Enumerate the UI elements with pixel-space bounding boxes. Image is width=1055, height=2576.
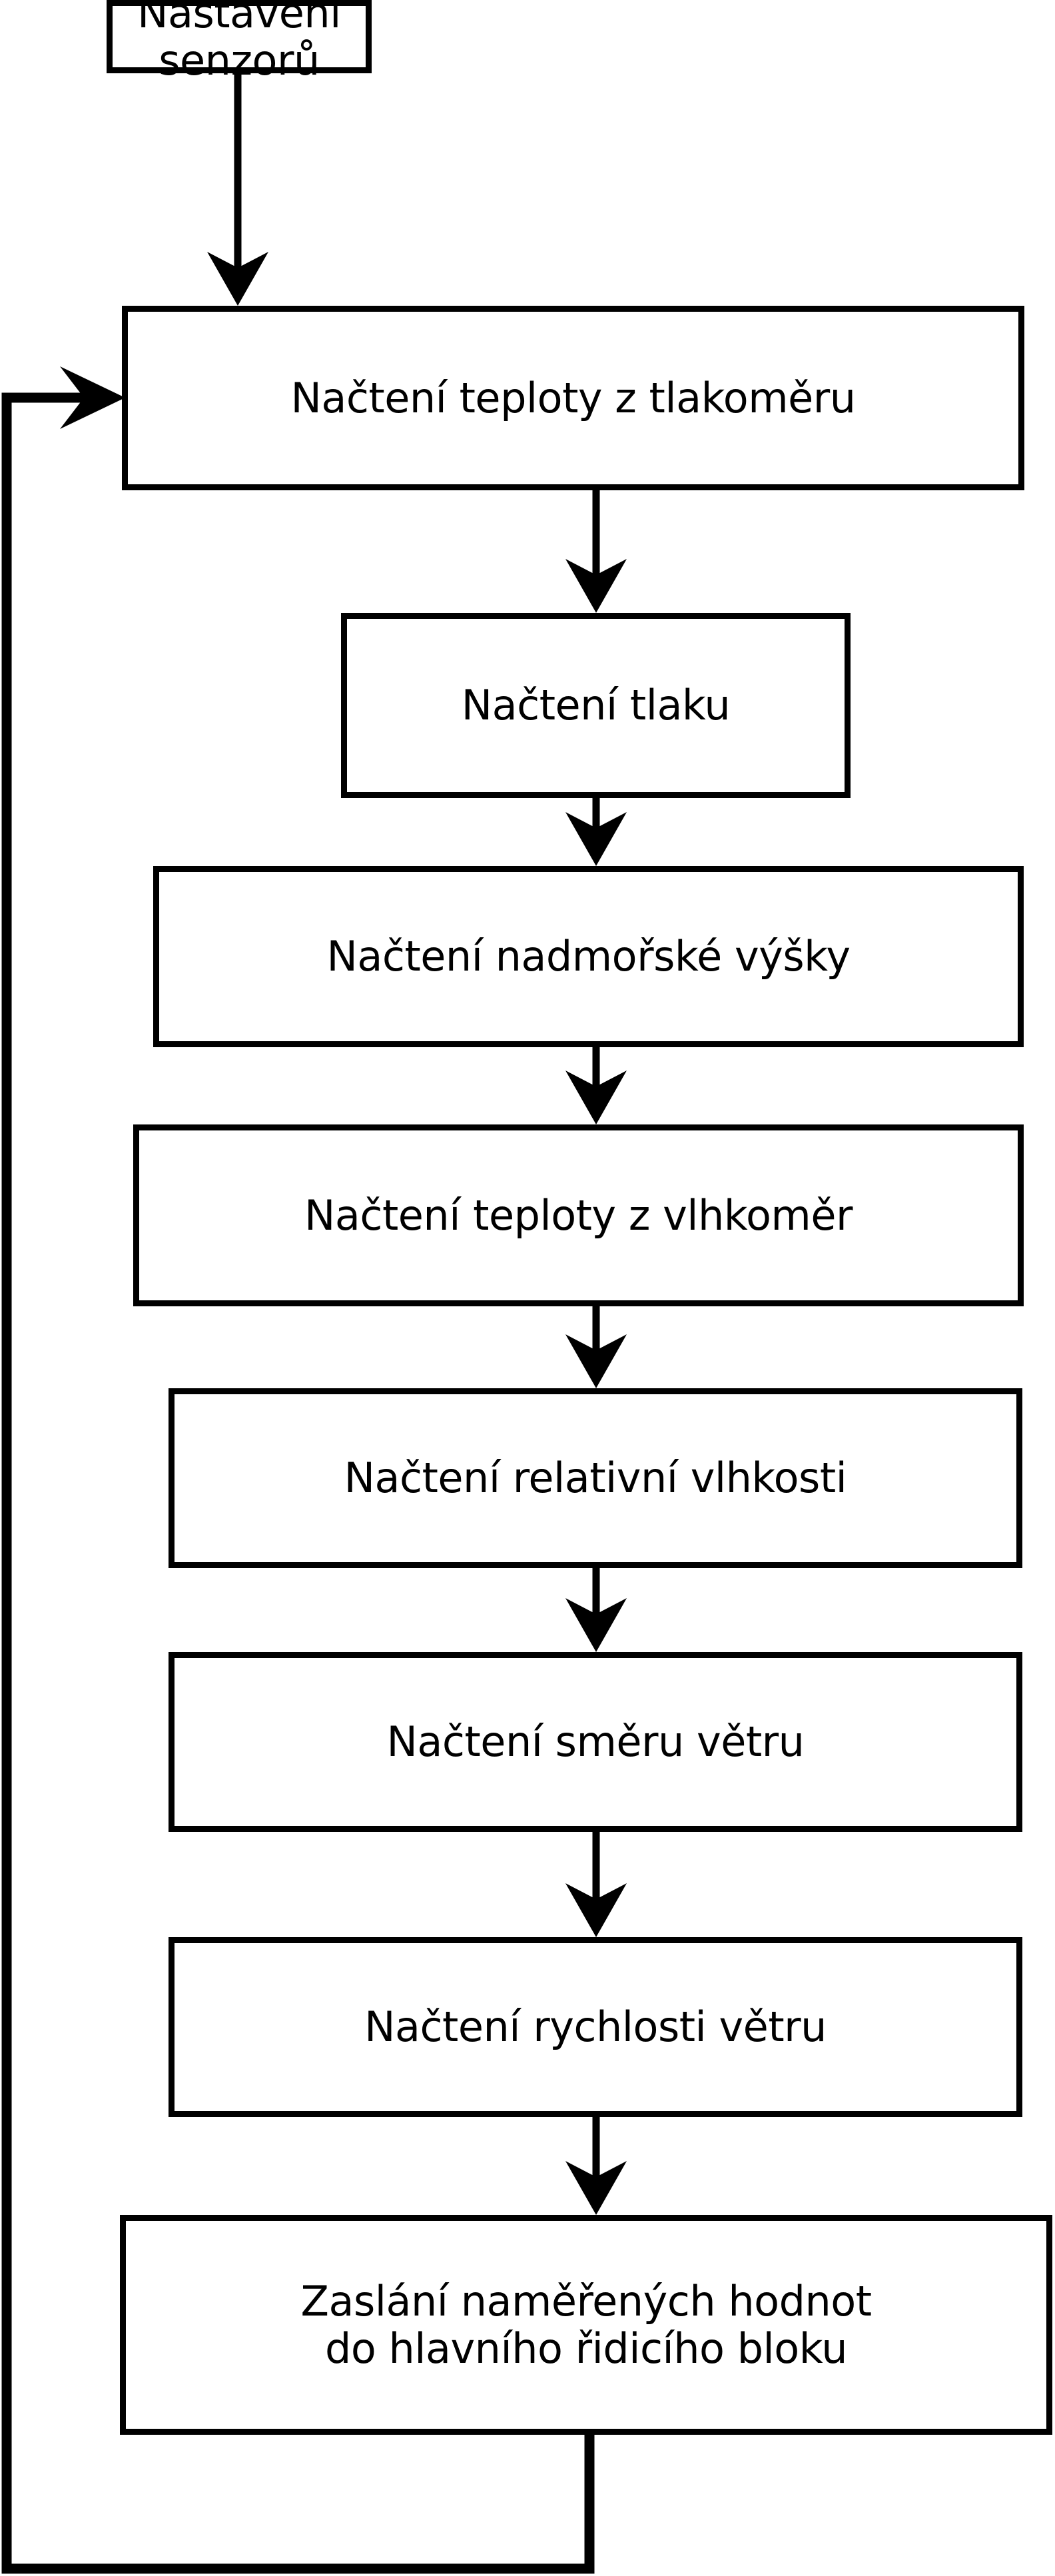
edge-loop-back-to-node2	[1, 366, 595, 2574]
edge-node6-to-node7	[565, 1568, 627, 1652]
process-node-nacteni-teploty-z-vlhkomer[interactable]: Načtení teploty z vlhkoměr	[133, 1124, 1024, 1306]
edge-node4-to-node5	[565, 1047, 627, 1124]
process-node-nacteni-relativni-vlhkosti[interactable]: Načtení relativní vlhkosti	[169, 1388, 1022, 1568]
node-label: Načtení nadmořské výšky	[326, 932, 851, 981]
process-node-nacteni-rychlosti-vetru[interactable]: Načtení rychlosti větru	[169, 1937, 1022, 2117]
node-label: Zaslání naměřených hodnot do hlavního ři…	[300, 2276, 872, 2373]
node-label: Načtení směru větru	[386, 1717, 805, 1767]
node-label: Načtení tlaku	[461, 681, 731, 730]
node-label: Nastavení senzorů	[137, 0, 341, 85]
process-node-nacteni-tlaku[interactable]: Načtení tlaku	[341, 613, 851, 798]
process-node-nacteni-nadmorske-vysky[interactable]: Načtení nadmořské výšky	[153, 866, 1024, 1047]
process-node-nastaveni-senzoru[interactable]: Nastavení senzorů	[107, 0, 372, 84]
edge-node1-to-node2	[207, 73, 268, 306]
process-node-nacteni-teploty-z-tlakomeru[interactable]: Načtení teploty z tlakoměru	[122, 306, 1024, 490]
edge-node7-to-node8	[565, 1832, 627, 1937]
node-label: Načtení rychlosti větru	[364, 2002, 827, 2052]
process-node-zaslani-namerenych-hodnot[interactable]: Zaslání naměřených hodnot do hlavního ři…	[120, 2215, 1052, 2435]
edge-node3-to-node4	[565, 798, 627, 866]
edge-node5-to-node6	[565, 1306, 627, 1388]
edge-node8-to-node9	[565, 2117, 627, 2215]
node-label: Načtení relativní vlhkosti	[344, 1454, 847, 1503]
node-label: Načtení teploty z vlhkoměr	[304, 1190, 853, 1240]
node-label: Načtení teploty z tlakoměru	[290, 373, 856, 422]
process-node-nacteni-smeru-vetru[interactable]: Načtení směru větru	[169, 1652, 1022, 1832]
edge-node2-to-node3	[565, 490, 627, 613]
